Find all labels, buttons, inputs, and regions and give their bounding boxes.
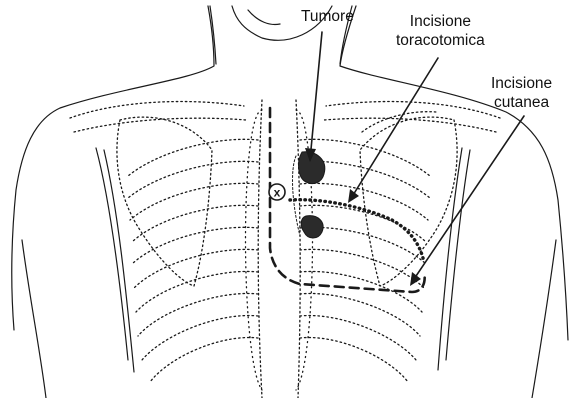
incisione-cutanea-line-1: Incisione	[491, 74, 552, 93]
cutanea-arrow	[412, 116, 524, 282]
tumore-label-text: Tumore	[301, 7, 354, 26]
circled-x-marker: x	[269, 184, 285, 200]
spine	[258, 100, 300, 398]
incisione-toracotomica-line-2: toracotomica	[396, 31, 485, 50]
tumore-arrow	[310, 32, 322, 160]
toracotomica-arrow	[350, 58, 438, 200]
tumore-label: Tumore	[301, 7, 354, 26]
ribs	[128, 110, 430, 390]
marker-symbol: x	[274, 186, 281, 200]
incisione-toracotomica-label: Incisione toracotomica	[396, 12, 485, 50]
tumor	[293, 152, 325, 238]
incisione-toracotomica-line-1: Incisione	[396, 12, 485, 31]
incisione-cutanea-label: Incisione cutanea	[491, 74, 552, 112]
body-outline	[12, 6, 568, 398]
incisione-cutanea-line-2: cutanea	[491, 93, 552, 112]
